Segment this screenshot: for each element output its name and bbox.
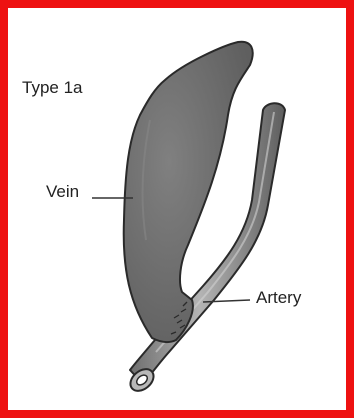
vein-label: Vein bbox=[46, 183, 79, 200]
type-label: Type 1a bbox=[22, 79, 83, 96]
artery-label: Artery bbox=[256, 289, 301, 306]
vein-vessel bbox=[124, 42, 253, 342]
